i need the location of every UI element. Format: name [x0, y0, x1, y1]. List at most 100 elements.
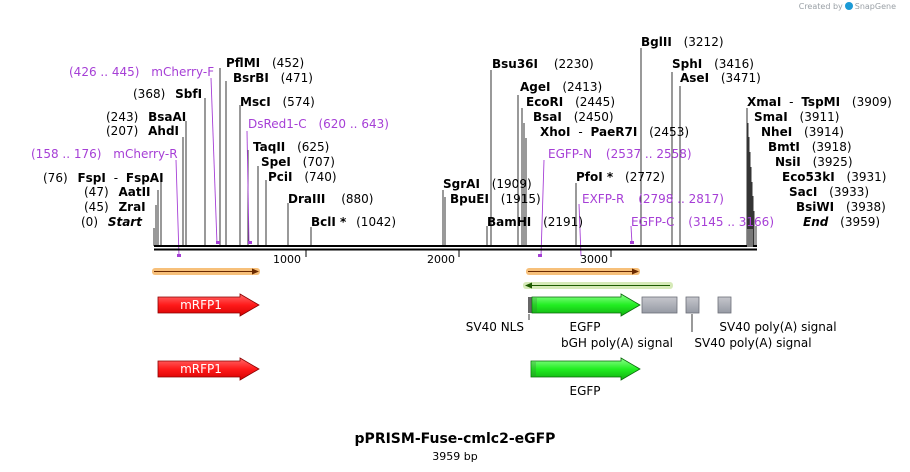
site-pos: (368) — [133, 87, 165, 101]
ruler: 1000 2000 3000 — [273, 250, 612, 266]
site-name: SpeI — [261, 155, 291, 169]
tick-label-1000: 1000 — [273, 253, 301, 266]
right-site-labels: XmaI - TspMI (3909) SmaI (3911) NheI (39… — [747, 95, 892, 229]
site-pos: (3909) — [852, 95, 892, 109]
site-pos: (0) — [81, 215, 98, 229]
svg-text:(207) AhdI: (207) AhdI — [106, 124, 179, 138]
site-name: FspAI — [126, 171, 164, 185]
site-pos: (1909) — [492, 177, 532, 191]
sv40-polya-feature-2 — [717, 296, 732, 314]
sv40-polya-label-1: SV40 poly(A) signal — [719, 320, 836, 334]
site-name: BglII — [641, 35, 672, 49]
svg-text:SgrAI (1909): SgrAI (1909) — [443, 177, 532, 191]
svg-text:AgeI (2413): AgeI (2413) — [520, 80, 602, 94]
primer-range: (3145 .. 3166) — [688, 215, 774, 229]
sequence-backbone — [154, 229, 757, 251]
svg-text:(0) Start: (0) Start — [81, 215, 143, 229]
svg-text:SphI (3416): SphI (3416) — [672, 57, 754, 71]
plasmid-title: pPRISM-Fuse-cmlc2-eGFP — [354, 431, 556, 447]
mrfp1-label-top: mRFP1 — [180, 298, 222, 312]
svg-text:SacI (3933): SacI (3933) — [789, 185, 869, 199]
svg-text:SpeI (707): SpeI (707) — [261, 155, 335, 169]
sv40-polya-label-2: SV40 poly(A) signal — [694, 336, 811, 350]
svg-text:(243) BsaAI: (243) BsaAI — [106, 110, 186, 124]
primer-range: (426 .. 445) — [69, 65, 139, 79]
svg-text:DsRed1-C (620 .. 643): DsRed1-C (620 .. 643) — [248, 117, 389, 131]
site-pos: (2772) — [625, 170, 665, 184]
primer-name: mCherry-R — [113, 147, 177, 161]
site-pos: (2445) — [575, 95, 615, 109]
svg-text:PfoI * (2772): PfoI * (2772) — [576, 170, 665, 184]
site-pos: (3959) — [840, 215, 880, 229]
svg-text:EcoRI (2445): EcoRI (2445) — [526, 95, 615, 109]
tick-label-2000: 2000 — [427, 253, 455, 266]
site-name: AatII — [118, 185, 150, 199]
primer-name: EGFP-C — [631, 215, 674, 229]
left-site-labels: (76) FspI - FspAI (47) AatII (45) ZraI (… — [43, 56, 396, 229]
svg-text:(368) SbfI: (368) SbfI — [133, 87, 202, 101]
site-pos: (3938) — [846, 200, 886, 214]
site-name: FspI — [77, 171, 105, 185]
egfp-label-top: EGFP — [569, 320, 600, 334]
site-pos: (2453) — [649, 125, 689, 139]
bgh-polya-feature — [641, 296, 678, 314]
credit-brand: SnapGene — [854, 2, 896, 11]
site-name: PaeR7I — [591, 125, 638, 139]
site-pos: (2413) — [562, 80, 602, 94]
site-name: EcoRI — [526, 95, 563, 109]
svg-text:NheI (3914): NheI (3914) — [761, 125, 844, 139]
site-pos: (3212) — [684, 35, 724, 49]
egfp-feature-top — [531, 293, 641, 317]
site-name: PfoI * — [576, 170, 614, 184]
site-name: MscI — [240, 95, 271, 109]
primer-name: EXFP-R — [582, 192, 624, 206]
egfp-feature-bottom — [530, 357, 641, 381]
primer-range: (2537 .. 2558) — [606, 147, 692, 161]
site-name: Start — [108, 215, 143, 229]
primer-range: (620 .. 643) — [318, 117, 388, 131]
site-pos: (3914) — [804, 125, 844, 139]
site-name: DraIII — [288, 192, 325, 206]
sv40-polya-feature-1 — [685, 296, 700, 314]
site-pos: (625) — [297, 140, 329, 154]
svg-text:EGFP-C (3145 .. 3166): EGFP-C (3145 .. 3166) — [631, 215, 774, 229]
site-name: XmaI — [747, 95, 781, 109]
tick-label-3000: 3000 — [580, 253, 608, 266]
mrfp1-label-bottom: mRFP1 — [180, 362, 222, 376]
svg-text:PciI (740): PciI (740) — [268, 170, 337, 184]
sv40-nls-label: SV40 NLS — [466, 320, 524, 334]
middle-site-labels: SgrAI (1909) BpuEI (1915) BamHI (2191) B… — [443, 35, 761, 229]
primer-range: (2798 .. 2817) — [638, 192, 724, 206]
site-name: SmaI — [754, 110, 788, 124]
mrfp1-feature-top — [157, 293, 260, 317]
site-pos: (3933) — [829, 185, 869, 199]
svg-text:XmaI - TspMI: XmaI - TspMI (3909) — [747, 95, 892, 109]
svg-text:(426 .. 445) mCherry-F: (426 .. 445) mCherry-F — [69, 65, 214, 79]
svg-text:XhoI - PaeR7I: XhoI - PaeR7I (2453) — [540, 125, 689, 139]
site-name: BsaAI — [148, 110, 186, 124]
svg-text:BclI * (1042): BclI * (1042) — [311, 215, 396, 229]
site-pos: (207) — [106, 124, 138, 138]
svg-text:(158 .. 176) mCherry-R: (158 .. 176) mCherry-R — [31, 147, 178, 161]
site-pos: (2450) — [574, 110, 614, 124]
site-pos: (1042) — [356, 215, 396, 229]
site-pos: (2191) — [543, 215, 583, 229]
svg-text:BmtI (3918): BmtI (3918) — [768, 140, 852, 154]
egfp-label-bottom: EGFP — [569, 384, 600, 398]
site-name: BsaI — [533, 110, 562, 124]
svg-text:(76) FspI -: (76) FspI - FspAI — [43, 171, 164, 185]
site-name: SacI — [789, 185, 817, 199]
site-name: AgeI — [520, 80, 550, 94]
svg-text:BglII (3212): BglII (3212) — [641, 35, 724, 49]
snapgene-logo-icon — [844, 2, 853, 10]
site-pos: (3918) — [812, 140, 852, 154]
svg-text:MscI (574): MscI (574) — [240, 95, 315, 109]
site-name: NheI — [761, 125, 792, 139]
svg-text:BpuEI (1915): BpuEI (1915) — [450, 192, 541, 206]
site-name: BsiWI — [796, 200, 834, 214]
svg-text:EGFP-N (2537 .. 2558): EGFP-N (2537 .. 2558) — [548, 147, 692, 161]
primer-name: mCherry-F — [151, 65, 214, 79]
svg-text:SmaI (3911): SmaI (3911) — [754, 110, 839, 124]
feature-track-1: mRFP1 SV40 NLS EGFP bGH poly(A) signal S… — [157, 293, 837, 350]
